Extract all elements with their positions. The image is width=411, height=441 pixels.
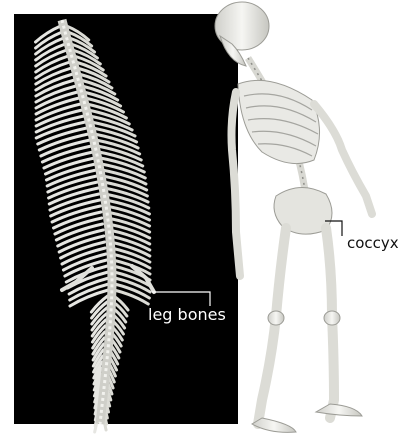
left-knee [268,311,284,325]
leg-bones-label: leg bones [148,307,226,323]
right-knee [324,311,340,325]
rib-cage [238,80,320,163]
coccyx-label: coccyx [345,235,401,252]
left-foot [252,418,296,432]
right-foot [316,404,362,416]
human-skeleton [215,2,372,432]
snake-photo-panel [14,14,238,424]
left-leg [258,228,286,424]
